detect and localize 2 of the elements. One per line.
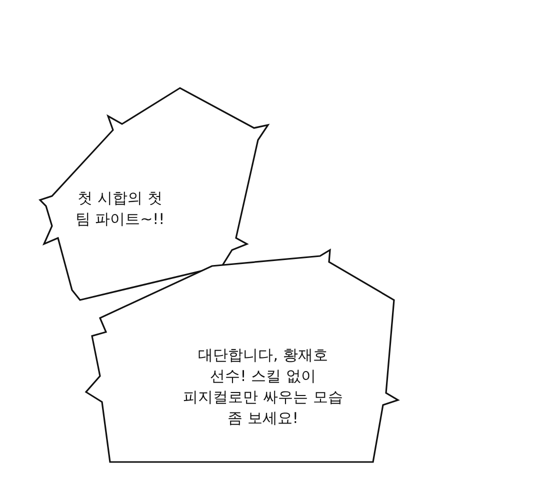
speech-text: 대단합니다, 황재호 선수! 스킬 없이 피지컬로만 싸우는 모습 좀 보세요!: [182, 345, 344, 429]
speech-text: 첫 시합의 첫 팀 파이트~!!: [74, 188, 166, 230]
